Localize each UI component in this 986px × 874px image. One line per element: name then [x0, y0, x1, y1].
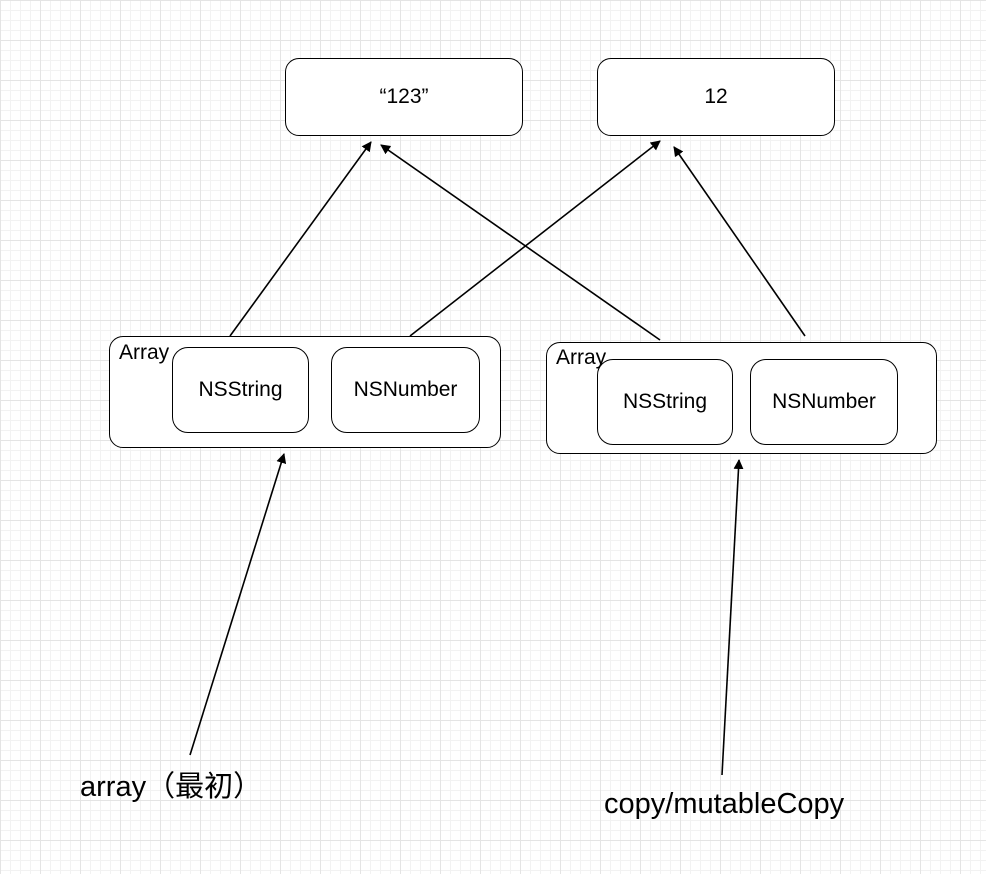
arrow-left-string-to-value [229, 141, 372, 337]
arrow-left-number-to-value [409, 140, 661, 337]
original-array-caption: array（最初） [80, 771, 263, 803]
right-array-label: Array [556, 346, 607, 369]
left-array-label: Array [119, 341, 170, 364]
left-nsnumber-label: NSNumber [353, 378, 458, 401]
left-array-node: Array NSString NSNumber [109, 336, 501, 448]
number-value-label: 12 [704, 85, 728, 108]
copy-caption: copy/mutableCopy [604, 788, 845, 820]
left-nsstring-label: NSString [198, 378, 283, 401]
right-nsstring-label: NSString [622, 390, 708, 413]
left-nsstring-node: NSString [172, 347, 309, 433]
arrow-right-number-to-value [673, 146, 806, 337]
arrow-right-string-to-value [380, 144, 661, 341]
right-nsnumber-label: NSNumber [772, 390, 876, 413]
left-nsnumber-node: NSNumber [331, 347, 480, 433]
string-value-node: “123” [285, 58, 523, 136]
arrow-original-array-pointer [189, 453, 287, 756]
right-nsstring-node: NSString [597, 359, 733, 445]
right-nsnumber-node: NSNumber [750, 359, 898, 445]
right-array-node: Array NSString NSNumber [546, 342, 937, 454]
number-value-node: 12 [597, 58, 835, 136]
string-value-label: “123” [379, 85, 429, 108]
arrow-copy-pointer [721, 459, 744, 776]
